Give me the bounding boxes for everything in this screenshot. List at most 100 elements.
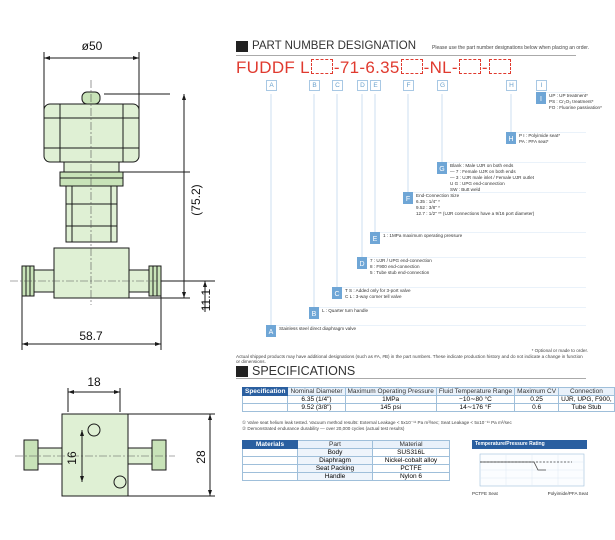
part-number-footer: * Optional or made to order. Actual ship… <box>236 348 588 365</box>
dim-body-length: 58.7 <box>79 329 103 343</box>
code-letter-f: F <box>403 80 414 91</box>
group-letter: F <box>406 196 410 203</box>
group-desc-line: 8 : F900 end-connection <box>370 264 420 269</box>
optional-note: * Optional or made to order. <box>531 348 588 353</box>
spec-cell: 1MPa <box>344 395 437 404</box>
heading-square-icon <box>236 40 248 52</box>
spec-header: Maximum Operating Pressure <box>344 387 437 396</box>
group-desc-line: 1 : 1MPa maximum operating pressure <box>383 233 463 238</box>
code-part-4: - <box>481 58 488 77</box>
group-divider <box>447 162 586 163</box>
group-desc-line: 7 : UJR / UPG end-connection <box>370 258 432 263</box>
mount-hole-top <box>87 423 101 437</box>
code-letter-c: C <box>332 80 343 91</box>
plan-left-nut <box>23 439 39 471</box>
group-desc-line: — 7 : Female UJR on both ends <box>450 169 516 174</box>
code-letter-d: D <box>357 80 368 91</box>
valve-body <box>53 247 130 299</box>
spec-cell: 14∼176 °F <box>435 403 516 412</box>
group-letter: H <box>508 136 513 143</box>
group-letter: E <box>373 236 378 243</box>
code-placeholder-box <box>310 59 333 74</box>
footer-note: Actual shipped products may have additio… <box>236 353 583 365</box>
spec-cell: 6.35 (1/4") <box>287 395 346 404</box>
dim-side-height: 11.1 <box>199 288 213 311</box>
group-desc-line: T S : Added only for 3-port valve <box>345 288 411 293</box>
group-desc-line: SW : Butt weld <box>450 187 481 192</box>
group-divider <box>546 92 586 93</box>
code-letter-h: H <box>506 80 517 91</box>
group-letter: G <box>439 166 444 173</box>
group-letter: A <box>269 329 274 336</box>
mat-cell: Body <box>297 448 373 457</box>
mat-cell: Nylon 6 <box>372 472 450 481</box>
mat-cell: Diaphragm <box>297 456 373 465</box>
group-letter: D <box>359 261 364 268</box>
group-letter-box <box>536 92 546 104</box>
group-desc-line: 5 : Tube stub end-connection <box>370 270 430 275</box>
group-desc-line: P I : Polyimide seat* <box>519 133 560 138</box>
spec-header: Connection <box>558 387 615 396</box>
group-divider <box>367 257 586 258</box>
group-desc-line: UP : UP treatment* <box>549 93 588 98</box>
spec-cell: 0.25 <box>514 395 560 404</box>
group-divider <box>276 325 586 326</box>
temp-pressure-title: Temperature/Pressure Rating <box>472 440 587 449</box>
group-letter-box <box>332 287 342 299</box>
code-part-2: -71-6.35 <box>333 58 400 77</box>
spec-table: Specification Nominal Diameter Maximum O… <box>241 387 615 412</box>
group-divider <box>342 287 586 288</box>
group-desc-line: End-Connection Size <box>416 193 460 198</box>
group-letter: C <box>334 291 339 298</box>
spec-header: Fluid Temperature Range <box>435 387 516 396</box>
group-desc-line: Blank : Male UJR on both ends <box>450 163 514 168</box>
part-number-title: PART NUMBER DESIGNATION <box>252 40 417 52</box>
table-row: 6.35 (1/4") 1MPa −10∼80 °C 0.25 UJR, UPG… <box>241 395 615 404</box>
specifications-heading: SPECIFICATIONS <box>236 364 355 378</box>
mat-cell: PCTFE <box>372 464 450 473</box>
group-desc-line: 12.7 : 1/2" ** (UJR connections have a 9… <box>416 211 535 216</box>
spec-cell: −10∼80 °C <box>435 395 516 404</box>
divider <box>236 55 576 56</box>
group-letter-box <box>266 325 276 337</box>
spec-cell: 0.6 <box>514 403 560 412</box>
group-desc-line: 6.35 : 1/4" * <box>416 199 440 204</box>
code-letter-a: A <box>266 80 277 91</box>
valve-neck <box>63 161 120 173</box>
spec-note: ② Demonstrated endurance durability — ov… <box>242 425 405 431</box>
code-part-1: FUDDF L <box>236 58 310 77</box>
mat-cell: Handle <box>297 472 373 481</box>
group-desc-line: L : Quarter turn handle <box>322 308 368 313</box>
group-divider <box>413 192 586 193</box>
mat-header: Material <box>372 440 450 449</box>
pctfe-curve <box>480 461 546 471</box>
group-desc-line: PS : Cr₂O₃ treatment* <box>549 99 594 104</box>
dim-port-spacing: 18 <box>87 375 101 389</box>
code-part-3: -NL- <box>423 58 458 77</box>
mat-cell: Nickel-cobalt alloy <box>372 456 450 465</box>
plan-right-nut <box>151 439 167 471</box>
valve-technical-drawing: ø50 (75.2) 11.1 58.7 <box>10 39 215 497</box>
group-divider <box>516 132 586 133</box>
mount-hole-bottom <box>113 475 127 489</box>
group-desc-line: — 3 : UJR male inlet / Female UJR outlet <box>450 175 535 180</box>
spec-header: Nominal Diameter <box>287 387 346 396</box>
code-letter-i: I <box>536 80 547 91</box>
handle-body <box>43 103 140 163</box>
spec-cell: UJR, UPG, F900, <box>558 395 615 404</box>
spec-cell: Tube Stub <box>558 403 615 412</box>
group-letter-box <box>437 162 447 174</box>
group-desc-line: C L : 3-way corner tell valve <box>345 294 402 299</box>
code-letter-e: E <box>370 80 381 91</box>
part-number-code: FUDDF L -71-6.35 -NL- - <box>236 58 512 78</box>
spec-cell: 9.52 (3/8") <box>287 403 346 412</box>
designation-ladder: IUP : UP treatment*PS : Cr₂O₃ treatment*… <box>266 92 602 337</box>
bonnet <box>65 185 118 243</box>
code-letter-b: B <box>309 80 320 91</box>
materials-label: Materials <box>242 440 298 449</box>
code-placeholder-box <box>488 59 511 74</box>
part-number-heading: PART NUMBER DESIGNATION <box>236 40 416 52</box>
heading-square-icon <box>236 365 248 377</box>
group-letter-box <box>506 132 516 144</box>
